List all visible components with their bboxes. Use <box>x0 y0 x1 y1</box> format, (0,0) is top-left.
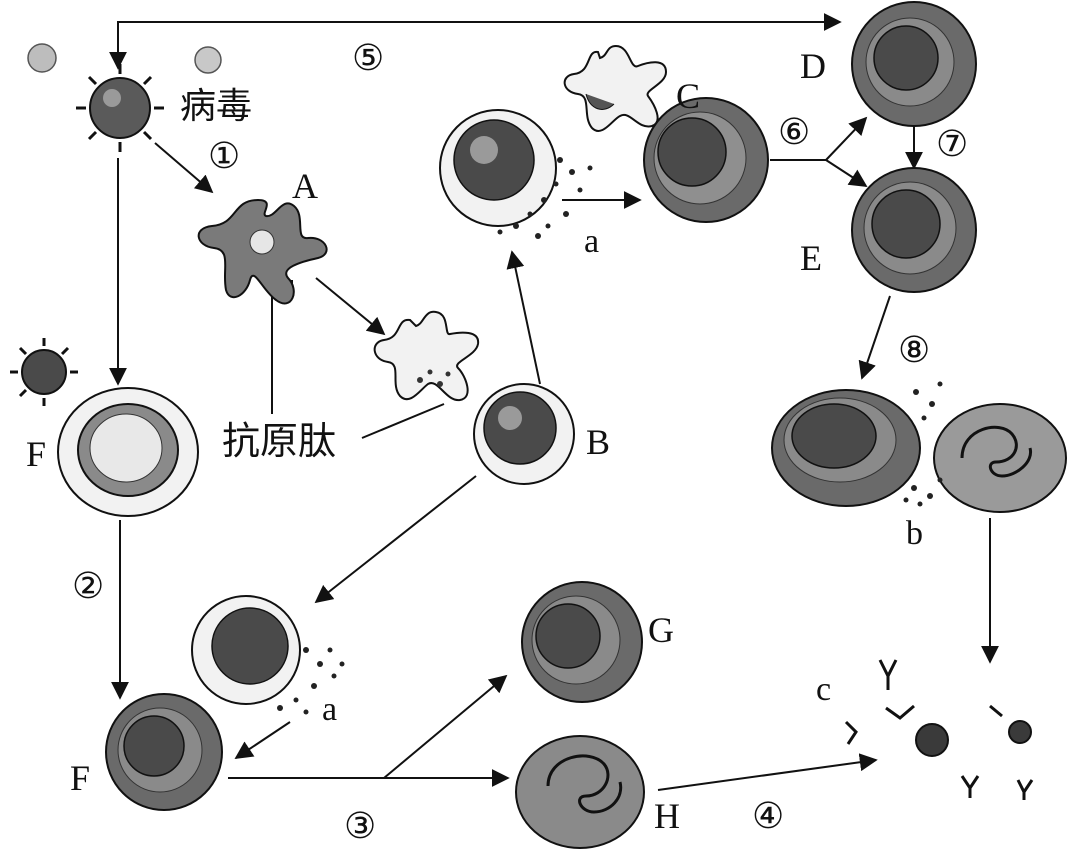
arrow-step6-to-E <box>826 160 866 186</box>
step-1: ① <box>208 136 240 177</box>
label-F-bottom: F <box>70 758 90 798</box>
step-2: ② <box>72 566 104 607</box>
label-H: H <box>654 796 680 836</box>
step-6: ⑥ <box>778 112 810 153</box>
cell-APC-near-B <box>375 312 479 400</box>
step-8: ⑧ <box>898 330 930 371</box>
cell-F-bottom <box>106 694 222 810</box>
label-a-bottom: a <box>322 691 337 728</box>
virus-free-left <box>28 44 56 72</box>
step-4: ④ <box>752 796 784 837</box>
arrow-B-to-helper <box>512 252 540 384</box>
step-7: ⑦ <box>936 124 968 165</box>
virus-free-right <box>195 47 221 73</box>
label-antigen-peptide: 抗原肽 <box>222 421 336 463</box>
virus-bound <box>10 338 78 406</box>
cell-APC-top <box>565 46 666 131</box>
label-A: A <box>292 166 318 206</box>
antigen-peptide-pointer-right <box>362 404 444 438</box>
step-5: ⑤ <box>352 38 384 79</box>
arrow-A-to-APC <box>316 278 384 334</box>
label-F-top: F <box>26 434 46 474</box>
label-B: B <box>586 422 610 462</box>
label-a-top: a <box>584 223 599 260</box>
cell-helper-top <box>440 110 556 226</box>
arrow-step3-to-G <box>384 676 506 778</box>
label-C: C <box>676 76 700 116</box>
cell-F-top <box>58 388 198 516</box>
label-c: c <box>816 671 831 708</box>
arrow-virus-to-A <box>155 143 212 192</box>
label-E: E <box>800 238 822 278</box>
cell-helper-bottom <box>192 596 300 704</box>
cell-A-dendritic <box>199 200 327 303</box>
arrow-step5 <box>118 22 840 60</box>
cell-G <box>522 582 642 702</box>
virus-neutralized-2 <box>1009 721 1031 743</box>
step-3: ③ <box>344 806 376 847</box>
cell-pair-right <box>934 404 1066 512</box>
virus-neutralized-1 <box>916 724 948 756</box>
arrow-B-to-bottom-helper <box>316 476 476 602</box>
cell-D <box>852 2 976 126</box>
virus <box>76 64 164 152</box>
arrow-step8 <box>862 296 890 378</box>
label-virus: 病毒 <box>180 86 252 126</box>
cell-H <box>516 736 644 848</box>
cell-C <box>644 98 768 222</box>
cell-E <box>852 168 976 292</box>
cell-B <box>474 384 574 484</box>
label-G: G <box>648 610 674 650</box>
arrow-step6-to-D <box>826 118 866 160</box>
arrow-a-to-F <box>236 722 290 758</box>
label-b: b <box>906 515 923 552</box>
cell-pair-left <box>772 390 920 506</box>
arrow-step4 <box>658 760 876 790</box>
label-D: D <box>800 46 826 86</box>
